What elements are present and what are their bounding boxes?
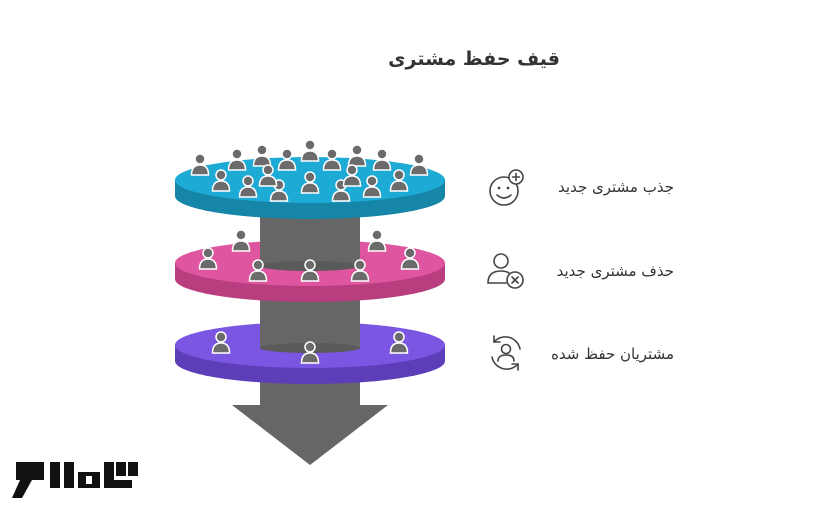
diagram-title: قیف حفظ مشتری [388, 48, 560, 70]
person-icon [190, 153, 210, 176]
brand-logo [12, 462, 138, 498]
stage-label-churn: حذف مشتری جدید [556, 262, 674, 280]
person-icon [347, 144, 367, 167]
person-icon [409, 153, 429, 176]
user-remove-icon [487, 253, 524, 289]
smiley-plus-icon [489, 169, 524, 206]
person-icon [231, 229, 251, 252]
stage-label-retained: مشتریان حفظ شده [551, 345, 674, 363]
person-icon [300, 139, 320, 162]
stage-label-acquisition: جذب مشتری جدید [558, 178, 674, 196]
person-icon [372, 148, 392, 171]
user-refresh-icon [491, 335, 521, 371]
person-icon [367, 229, 387, 252]
person-icon [227, 148, 247, 171]
person-icon [252, 144, 272, 167]
